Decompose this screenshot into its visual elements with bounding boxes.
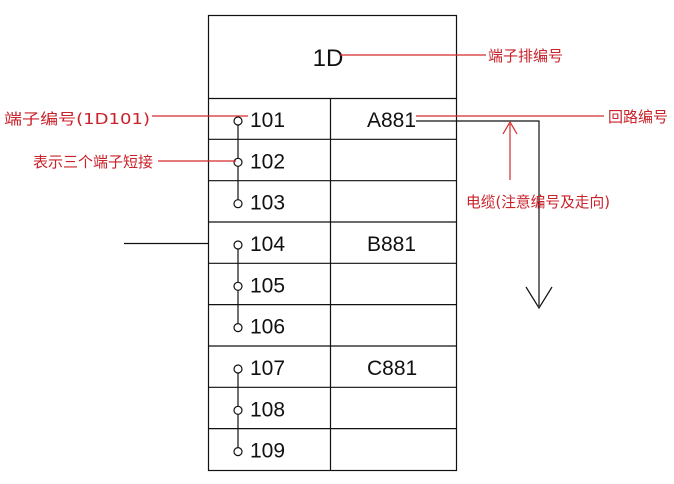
- terminal-number-group: 101 102 103 104 105 106 107 108 109: [233, 109, 285, 463]
- terminal-number: 105: [250, 274, 285, 297]
- terminal-node-icon: [233, 240, 243, 250]
- circuit-number-annotation: 回路编号: [608, 108, 668, 126]
- circuit-label: C881: [367, 357, 417, 380]
- terminal-node-icon: [233, 116, 243, 126]
- terminal-number: 109: [250, 440, 285, 463]
- cable-arrow-icon: [525, 286, 553, 310]
- cable-note-arrow-icon: [502, 120, 518, 135]
- terminal-number: 102: [250, 150, 285, 173]
- terminal-number: 108: [250, 398, 285, 421]
- strip-number-annotation: 端子排编号: [488, 47, 563, 65]
- cable-annotation: 电缆(注意编号及走向): [466, 193, 610, 211]
- circuit-label: A881: [367, 109, 416, 132]
- terminal-node-icon: [233, 323, 243, 333]
- terminal-number: 103: [250, 192, 285, 215]
- terminal-node-icon: [233, 447, 243, 457]
- terminal-node-icon: [233, 405, 243, 415]
- terminal-number: 107: [250, 357, 285, 380]
- terminal-node-icon: [233, 281, 243, 291]
- cable-line: [416, 120, 540, 306]
- short-link-annotation: 表示三个端子短接: [33, 153, 153, 171]
- terminal-node-icon: [233, 199, 243, 209]
- circuit-label: B881: [367, 233, 416, 256]
- terminal-strip-frame: [207, 14, 458, 472]
- terminal-number: 101: [250, 109, 285, 132]
- terminal-number-annotation: 端子编号(1D101): [4, 110, 150, 128]
- terminal-node-icon: [233, 157, 243, 167]
- strip-label: 1D: [313, 45, 344, 72]
- terminal-node-icon: [233, 364, 243, 374]
- terminal-number: 106: [250, 316, 285, 339]
- terminal-row-dividers: [208, 138, 457, 430]
- terminal-number: 104: [250, 233, 285, 256]
